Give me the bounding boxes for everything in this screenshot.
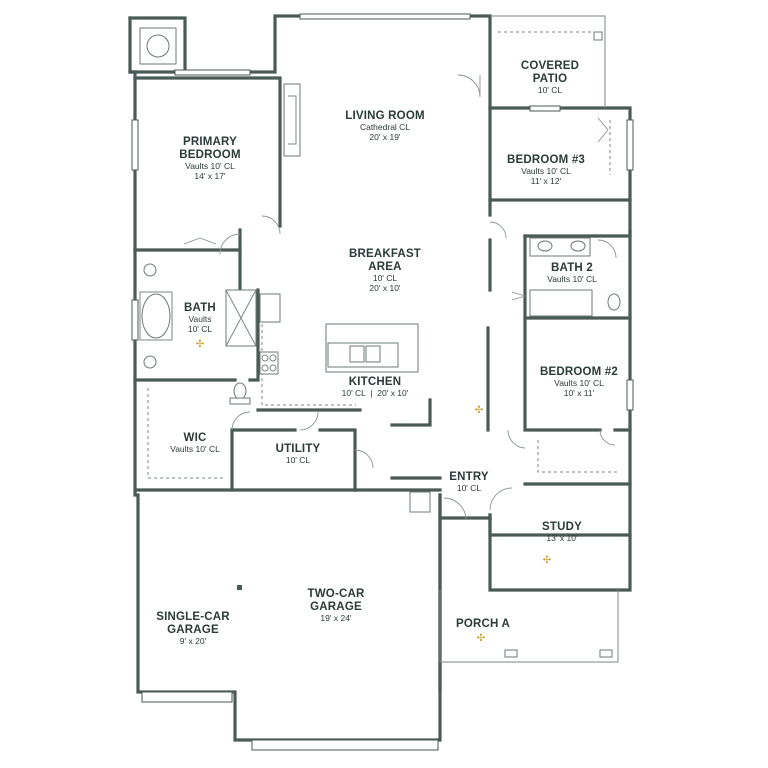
porch-outline	[439, 590, 619, 663]
porch-post	[599, 649, 613, 658]
porch-a-name: PORCH A	[455, 618, 510, 630]
bathtub-icon	[141, 293, 171, 339]
single-car-garage-name-1: SINGLE-CAR	[156, 611, 230, 623]
sink-icon	[570, 240, 586, 252]
post-marker	[593, 31, 603, 41]
covered-patio-ceiling: 10' CL	[537, 85, 563, 96]
entry-label: ENTRY 10' CL	[444, 471, 494, 494]
ceiling-fan-icon: ✣	[542, 555, 552, 566]
entry-ceiling: 10' CL	[456, 483, 482, 494]
study-size: 13' x 10'	[546, 533, 578, 544]
sink-icon	[365, 345, 381, 363]
bedroom3-label: BEDROOM #3 Vaults 10' CL 11' x 12'	[498, 154, 594, 187]
breakfast-area-name-2: AREA	[368, 261, 402, 274]
refrigerator	[259, 293, 281, 323]
wic-name: WIC	[183, 432, 207, 444]
living-room-size: 20' x 19'	[369, 131, 401, 142]
water-heater-icon	[146, 34, 170, 58]
primary-bedroom-ceiling: Vaults 10' CL	[185, 161, 235, 172]
bath2-ceiling: Vaults 10' CL	[547, 274, 597, 285]
single-car-garage-size: 9' x 20'	[179, 636, 207, 647]
windows	[131, 13, 634, 411]
primary-bedroom-size: 14' x 17'	[194, 171, 226, 182]
porch-a-label: PORCH A	[448, 618, 518, 631]
two-car-garage-label: TWO-CAR GARAGE 19' x 24'	[296, 588, 376, 624]
sink-icon	[349, 345, 365, 363]
single-car-garage-name-2: GARAGE	[167, 624, 219, 637]
living-room-label: LIVING ROOM Cathedral CL 20' x 19'	[330, 110, 440, 143]
study-label: STUDY 13' x 10'	[532, 521, 592, 544]
bathtub-icon	[529, 289, 593, 317]
sink-icon	[143, 263, 157, 277]
kitchen-label: KITCHEN 10' CL | 20' x 10'	[325, 376, 425, 399]
primary-bedroom-label: PRIMARY BEDROOM Vaults 10' CL 14' x 17'	[165, 136, 255, 182]
wic-ceiling: Vaults 10' CL	[170, 444, 220, 455]
primary-bedroom-name-2: BEDROOM	[179, 149, 241, 162]
bedroom3-size: 11' x 12'	[530, 175, 562, 186]
cooktop-icon	[259, 351, 279, 375]
covered-patio-name-2: PATIO	[532, 73, 568, 86]
ceiling-fan-icon: ✣	[476, 633, 486, 644]
two-car-garage-door	[251, 739, 439, 751]
utility-ceiling: 10' CL	[285, 455, 311, 466]
covered-patio-label: COVERED PATIO 10' CL	[510, 60, 590, 96]
bath-ceiling-1: Vaults	[188, 314, 212, 325]
wic-label: WIC Vaults 10' CL	[160, 432, 230, 455]
single-car-garage-door	[141, 691, 233, 703]
bedroom2-label: BEDROOM #2 Vaults 10' CL 10' x 11'	[532, 366, 626, 399]
interior-walls	[133, 76, 632, 692]
living-room-name: LIVING ROOM	[345, 110, 425, 122]
bath2-name: BATH 2	[551, 262, 593, 274]
garage-marker	[237, 585, 242, 590]
two-car-garage-name-1: TWO-CAR	[307, 588, 365, 600]
bath-ceiling-2: 10' CL	[187, 323, 213, 334]
bath-label: BATH Vaults 10' CL	[178, 302, 222, 335]
door-swings	[183, 74, 617, 521]
fireplace	[283, 83, 301, 157]
bedroom2-size: 10' x 11'	[563, 387, 595, 398]
bath2-label: BATH 2 Vaults 10' CL	[532, 262, 612, 285]
breakfast-area-size: 20' x 10'	[369, 283, 401, 294]
entry-name: ENTRY	[449, 471, 489, 483]
bedroom3-ceiling: Vaults 10' CL	[521, 166, 571, 177]
primary-bedroom-name-1: PRIMARY	[182, 136, 237, 148]
toilet-icon	[233, 382, 247, 400]
breakfast-area-label: BREAKFAST AREA 10' CL 20' x 10'	[335, 248, 435, 294]
covered-patio-name-1: COVERED	[520, 60, 580, 72]
bedroom3-name: BEDROOM #3	[506, 154, 586, 166]
ceiling-fan-icon: ✣	[195, 339, 205, 350]
porch-post	[504, 649, 518, 658]
breakfast-area-name-1: BREAKFAST	[348, 248, 422, 260]
utility-name: UTILITY	[275, 443, 321, 455]
sink-icon	[143, 355, 157, 369]
study-name: STUDY	[542, 521, 582, 533]
utility-label: UTILITY 10' CL	[268, 443, 328, 466]
ceiling-fan-icon: ✣	[474, 405, 484, 416]
bath-name: BATH	[184, 302, 216, 314]
two-car-garage-name-2: GARAGE	[310, 601, 362, 614]
kitchen-ceiling-size: 10' CL | 20' x 10'	[341, 388, 409, 399]
living-room-ceiling: Cathedral CL	[359, 122, 411, 133]
toilet-icon	[607, 293, 621, 311]
bedroom2-name: BEDROOM #2	[539, 366, 619, 378]
bedroom2-ceiling: Vaults 10' CL	[554, 378, 604, 389]
two-car-garage-size: 19' x 24'	[320, 613, 352, 624]
kitchen-name: KITCHEN	[348, 376, 402, 388]
single-car-garage-label: SINGLE-CAR GARAGE 9' x 20'	[148, 611, 238, 647]
breakfast-area-ceiling: 10' CL	[372, 273, 398, 284]
sink-icon	[537, 240, 553, 252]
